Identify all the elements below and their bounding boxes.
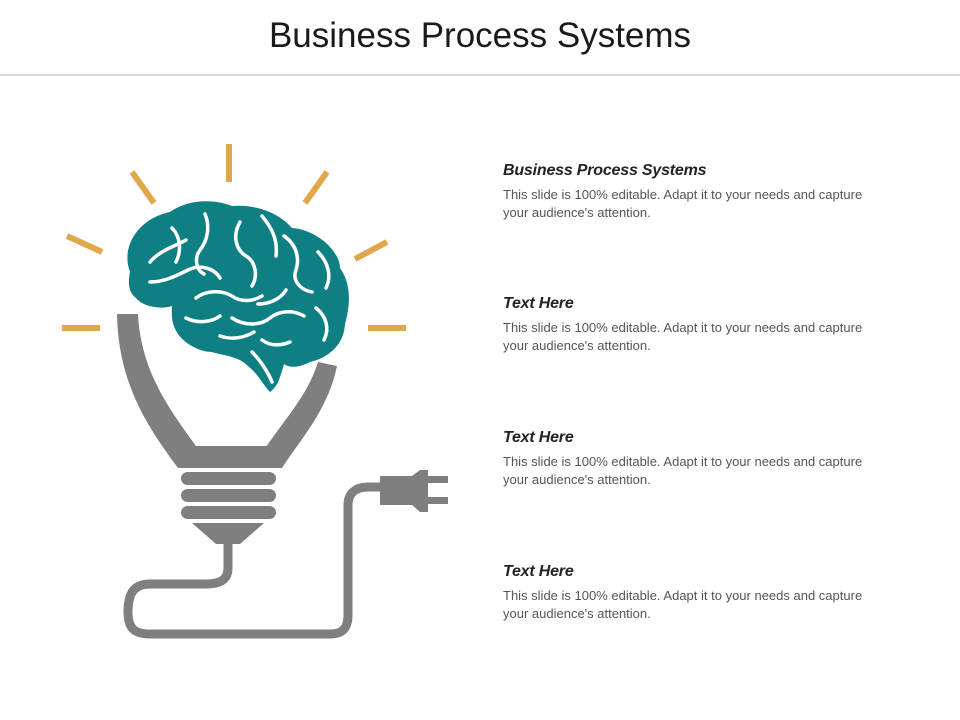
block-body: This slide is 100% editable. Adapt it to… xyxy=(503,588,863,621)
block-heading: Text Here xyxy=(503,295,574,312)
text-block-3: Text Here This slide is 100% editable. A… xyxy=(503,429,883,489)
light-rays-icon xyxy=(62,144,406,331)
block-body: This slide is 100% editable. Adapt it to… xyxy=(503,187,863,220)
bulb-base-icon xyxy=(181,472,276,544)
block-heading: Text Here xyxy=(503,429,574,446)
title-divider xyxy=(0,74,960,76)
bulb-outline-icon xyxy=(117,314,337,468)
brain-icon xyxy=(127,201,349,392)
text-block-1: Business Process Systems This slide is 1… xyxy=(503,162,883,222)
slide-title: Business Process Systems xyxy=(268,16,692,55)
block-body: This slide is 100% editable. Adapt it to… xyxy=(503,454,863,487)
text-block-2: Text Here This slide is 100% editable. A… xyxy=(503,295,883,355)
block-heading: Business Process Systems xyxy=(503,162,707,179)
block-body: This slide is 100% editable. Adapt it to… xyxy=(503,320,863,353)
text-block-4: Text Here This slide is 100% editable. A… xyxy=(503,563,883,623)
plug-icon xyxy=(380,470,448,512)
power-cord-icon xyxy=(123,482,392,639)
block-heading: Text Here xyxy=(503,563,574,580)
